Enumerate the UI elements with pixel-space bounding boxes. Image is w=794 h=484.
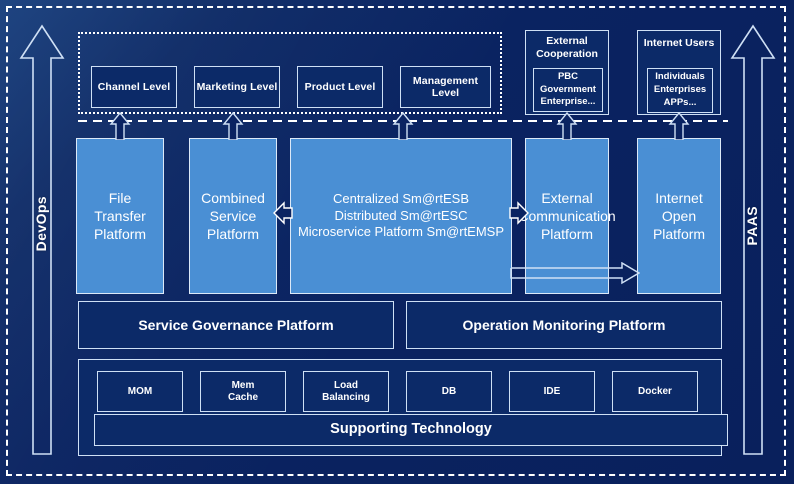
internet-users-members: Individuals Enterprises APPs... (647, 68, 713, 113)
support-component-docker[interactable]: Docker (612, 371, 698, 412)
internet-users-group[interactable]: Internet Users Individuals Enterprises A… (637, 30, 721, 115)
support-component-mom[interactable]: MOM (97, 371, 183, 412)
level-box-channel[interactable]: Channel Level (91, 66, 177, 108)
support-technology-banner[interactable]: Supporting Technology (94, 414, 728, 446)
support-component-mem-cache[interactable]: Mem Cache (200, 371, 286, 412)
external-cooperation-group[interactable]: External Cooperation PBC Government Ente… (525, 30, 609, 115)
level-box-management[interactable]: Management Level (400, 66, 491, 108)
diagram-outer-boundary (6, 6, 786, 476)
external-cooperation-title: External Cooperation (536, 35, 598, 60)
devops-rail-label: DevOps (33, 196, 49, 252)
bar-operation-monitoring[interactable]: Operation Monitoring Platform (406, 301, 722, 349)
support-component-db[interactable]: DB (406, 371, 492, 412)
level-box-product[interactable]: Product Level (297, 66, 383, 108)
platform-core-integration[interactable]: Centralized Sm@rtESB Distributed Sm@rtES… (290, 138, 512, 294)
connector-core-to-internet-open-icon (510, 262, 640, 285)
connector-file-transfer-to-levels-icon (109, 112, 131, 140)
connector-core-to-combined-service-icon (273, 201, 293, 225)
platform-file-transfer[interactable]: File Transfer Platform (76, 138, 164, 294)
paas-rail-arrow (730, 24, 776, 455)
platform-internet-open[interactable]: Internet Open Platform (637, 138, 721, 294)
support-component-load-balancing[interactable]: Load Balancing (303, 371, 389, 412)
platform-combined-service[interactable]: Combined Service Platform (189, 138, 277, 294)
connector-core-esb-to-levels-icon (392, 112, 414, 140)
external-cooperation-members: PBC Government Enterprise... (533, 68, 603, 112)
level-box-marketing[interactable]: Marketing Level (194, 66, 280, 108)
connector-external-comm-to-cooperation-icon (556, 112, 578, 140)
internet-users-title: Internet Users (643, 37, 715, 49)
connector-internet-open-to-users-icon (668, 112, 690, 140)
bar-service-governance[interactable]: Service Governance Platform (78, 301, 394, 349)
connector-combined-service-to-levels-icon (222, 112, 244, 140)
connector-core-to-external-comm-icon (509, 201, 529, 225)
devops-rail-arrow (19, 24, 65, 455)
support-component-ide[interactable]: IDE (509, 371, 595, 412)
internal-levels-group (78, 32, 502, 114)
consumer-platform-divider (78, 120, 728, 122)
paas-rail-label: PAAS (744, 206, 760, 246)
